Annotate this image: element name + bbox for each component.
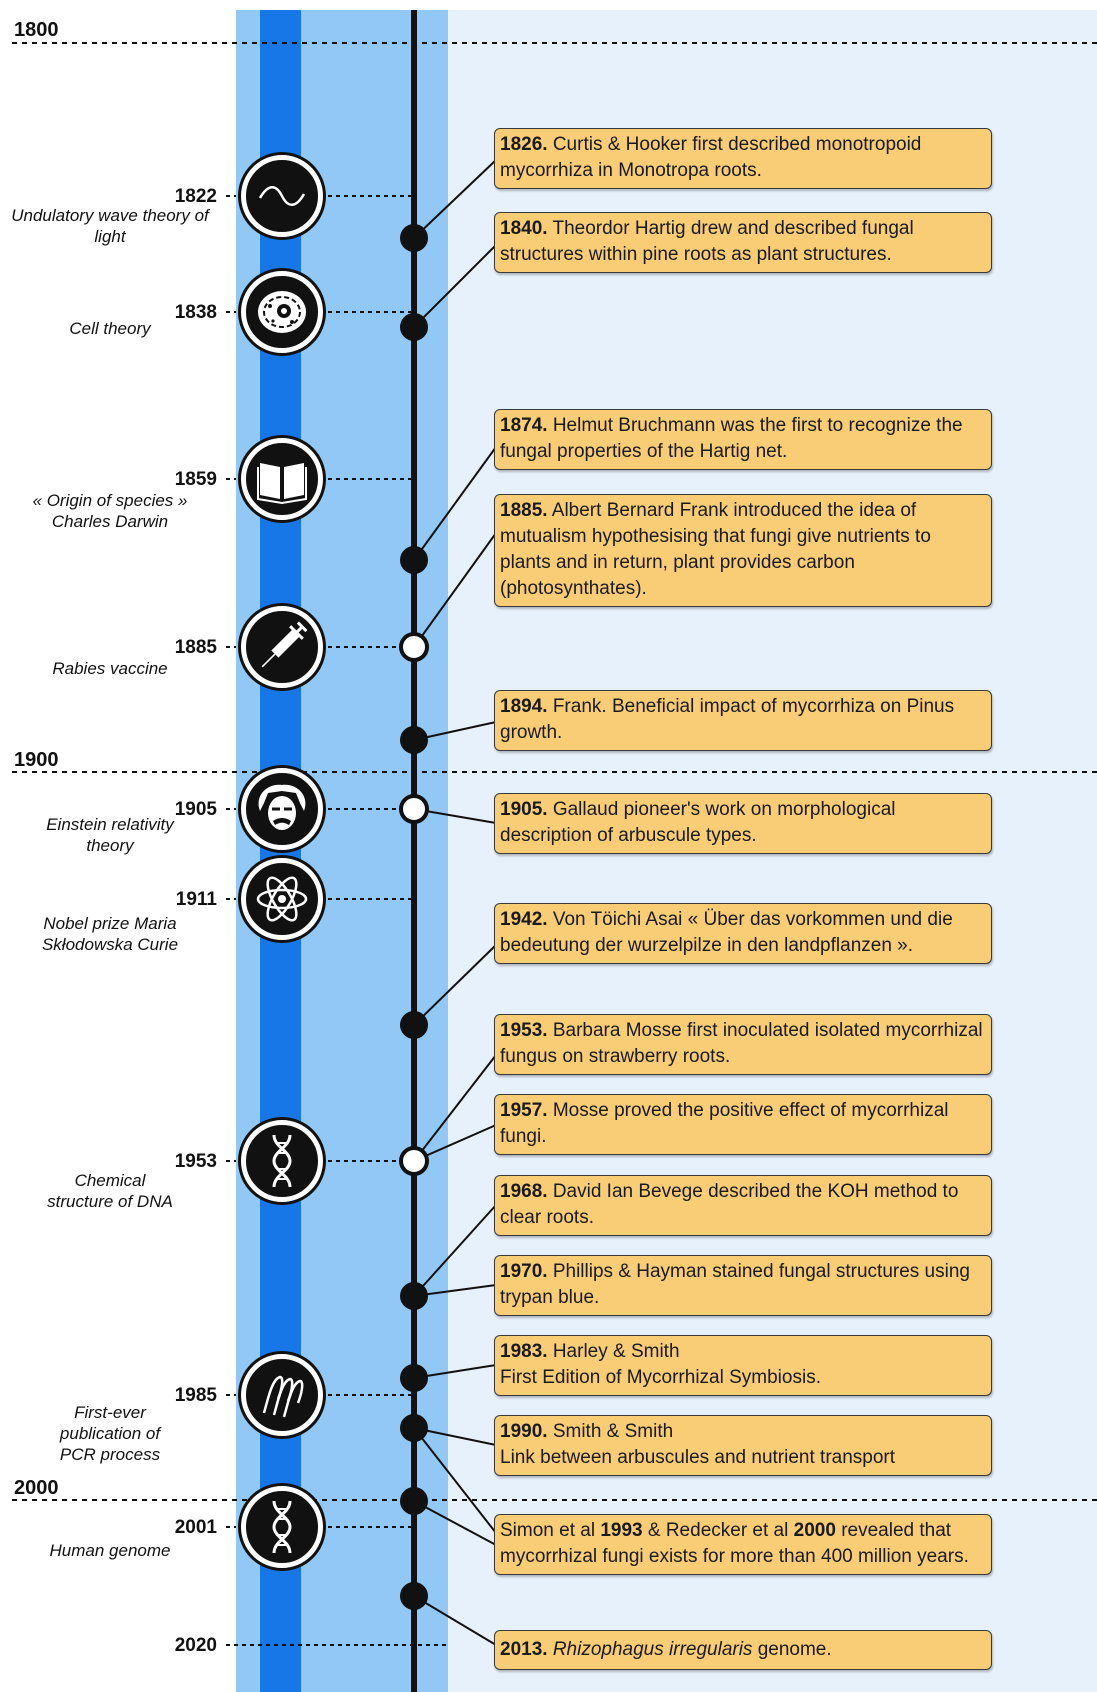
milestone-year-1985: 1985	[174, 1385, 217, 1406]
wave-icon	[241, 155, 323, 237]
milestone-year-1953: 1953	[174, 1151, 217, 1172]
event-text: Phillips & Hayman stained fungal structu…	[500, 1261, 970, 1308]
event-text: Simon et al	[500, 1520, 601, 1541]
event-year: 1990.	[500, 1421, 548, 1442]
event-box-1990: 1990. Smith & Smith Link between arbuscu…	[494, 1415, 992, 1476]
event-text: David Ian Bevege described the KOH metho…	[500, 1181, 959, 1228]
event-text: Curtis & Hooker first described monotrop…	[500, 134, 922, 181]
milestone-desc-1953: Chemical structure of DNA	[47, 1171, 173, 1211]
event-year: 1970.	[500, 1261, 548, 1282]
event-box-1942: 1942. Von Töichi Asai « Über das vorkomm…	[494, 903, 992, 964]
milestone-year-1911: 1911	[175, 889, 217, 910]
milestone-desc-1822: Undulatory wave theory of light	[11, 206, 209, 246]
event-subtext: First Edition of Mycorrhizal Symbiosis.	[500, 1367, 821, 1388]
event-box-1993-2000: Simon et al 1993 & Redecker et al 2000 r…	[494, 1514, 992, 1575]
event-subtext: Link between arbuscules and nutrient tra…	[500, 1447, 896, 1468]
milestone-desc-2001: Human genome	[49, 1541, 171, 1560]
event-year: 1993	[600, 1520, 643, 1541]
event-year: 1874.	[500, 415, 548, 436]
milestone-year-1838: 1838	[174, 302, 217, 323]
event-year: 1957.	[500, 1100, 548, 1121]
event-text: Harley & Smith	[552, 1341, 680, 1362]
milestone-year-2020: 2020	[174, 1635, 217, 1656]
event-year: 1983.	[500, 1341, 548, 1362]
event-box-1826: 1826. Curtis & Hooker first described mo…	[494, 128, 992, 189]
event-year: 2000	[793, 1520, 836, 1541]
milestone-desc-1985: First-ever publication of PCR process	[59, 1403, 161, 1464]
event-box-1840: 1840. Theordor Hartig drew and described…	[494, 212, 992, 273]
event-year: 1968.	[500, 1181, 548, 1202]
century-label-1800: 1800	[14, 19, 59, 41]
event-box-1894: 1894. Frank. Beneficial impact of mycorr…	[494, 690, 992, 751]
event-text: Gallaud pioneer's work on morphological …	[500, 799, 896, 846]
event-year: 1905.	[500, 799, 548, 820]
milestone-year-2001: 2001	[174, 1517, 217, 1538]
milestone-year-1822: 1822	[174, 186, 217, 207]
event-text: revealed that mycorrhizal fungi exists f…	[500, 1520, 969, 1567]
event-year: 1953.	[500, 1020, 548, 1041]
event-year: 1942.	[500, 909, 548, 930]
timeline-dots	[399, 224, 429, 1610]
event-year: 1840.	[500, 218, 548, 239]
event-box-1957: 1957. Mosse proved the positive effect o…	[494, 1094, 992, 1155]
event-text: Theordor Hartig drew and described funga…	[500, 218, 914, 265]
event-box-1905: 1905. Gallaud pioneer's work on morpholo…	[494, 793, 992, 854]
event-text: Frank. Beneficial impact of mycorrhiza o…	[500, 696, 955, 743]
year-leader-lines	[226, 195, 450, 1646]
event-box-1968: 1968. David Ian Bevege described the KOH…	[494, 1175, 992, 1236]
event-box-1953: 1953. Barbara Mosse first inoculated iso…	[494, 1014, 992, 1075]
milestone-year-1859: 1859	[174, 469, 217, 490]
event-text: & Redecker et al	[642, 1520, 794, 1541]
atom-icon	[241, 858, 323, 940]
timeline-dark-band	[260, 10, 301, 1692]
event-text: genome.	[752, 1639, 832, 1660]
event-text: Mosse proved the positive effect of myco…	[500, 1100, 949, 1147]
event-box-1970: 1970. Phillips & Hayman stained fungal s…	[494, 1255, 992, 1316]
milestone-year-1885: 1885	[174, 637, 217, 658]
event-year: 2013.	[500, 1639, 548, 1660]
milestone-desc-1905: Einstein relativity theory	[46, 815, 174, 855]
syringe-icon	[241, 606, 323, 688]
milestone-desc-1859: « Origin of species » Charles Darwin	[32, 491, 188, 531]
event-text: Smith & Smith	[552, 1421, 674, 1442]
century-label-2000: 2000	[14, 1477, 59, 1499]
event-text: Helmut Bruchmann was the first to recogn…	[500, 415, 963, 462]
event-box-2013: 2013. Rhizophagus irregularis genome.	[494, 1630, 992, 1670]
event-box-1983: 1983. Harley & Smith First Edition of My…	[494, 1335, 992, 1396]
milestone-year-1905: 1905	[174, 799, 217, 820]
event-text: Albert Bernard Frank introduced the idea…	[500, 500, 931, 599]
book-icon	[241, 438, 323, 520]
event-species: Rhizophagus irregularis	[552, 1639, 753, 1660]
milestone-desc-1838: Cell theory	[69, 319, 151, 338]
milestone-desc-1911: Nobel prize Maria Skłodowska Curie	[41, 914, 179, 954]
event-year: 1894.	[500, 696, 548, 717]
event-box-1885: 1885. Albert Bernard Frank introduced th…	[494, 494, 992, 607]
dna-icon	[241, 1120, 323, 1202]
event-year: 1826.	[500, 134, 548, 155]
event-text: Barbara Mosse first inoculated isolated …	[500, 1020, 983, 1067]
pcr-icon	[241, 1354, 323, 1436]
dna-icon	[241, 1486, 323, 1568]
event-year: 1885.	[500, 500, 548, 521]
event-text: Von Töichi Asai « Über das vorkommen und…	[500, 909, 953, 956]
century-label-1900: 1900	[14, 749, 59, 771]
event-box-1874: 1874. Helmut Bruchmann was the first to …	[494, 409, 992, 470]
cell-icon	[241, 271, 323, 353]
einstein-icon	[241, 768, 323, 850]
milestone-desc-1885: Rabies vaccine	[52, 659, 168, 678]
